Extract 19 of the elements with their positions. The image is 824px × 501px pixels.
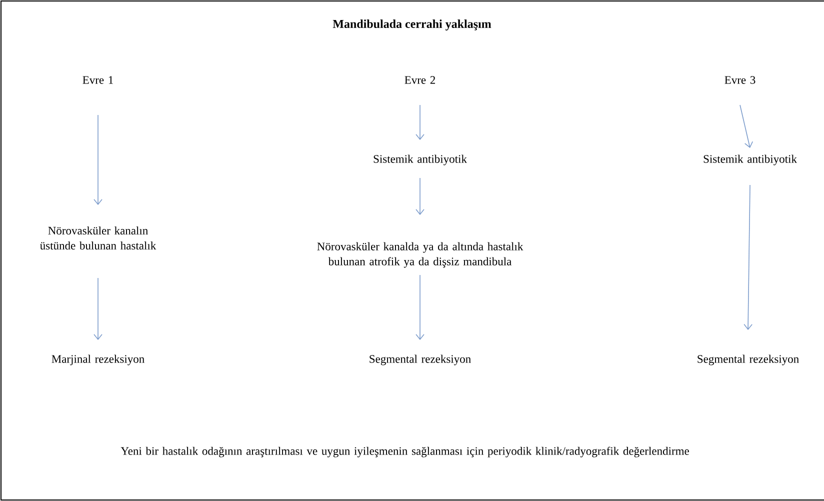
step-text: Marjinal rezeksiyon bbox=[52, 354, 144, 366]
step-text: Segmental rezeksiyon bbox=[370, 354, 471, 366]
arrow bbox=[94, 278, 102, 340]
arrow bbox=[416, 274, 424, 340]
arrow bbox=[416, 104, 424, 140]
arrow bbox=[740, 104, 754, 148]
step-text: Nörovasküler kanalda ya da altında hastalık bulunan atrofik ya da dişsiz mandibula bbox=[317, 242, 524, 268]
step-text: Nörovasküler kanalın üstünde bulunan hastalık bbox=[40, 226, 156, 250]
step-text: Segmental rezeksiyon bbox=[698, 354, 799, 366]
arrow bbox=[94, 114, 102, 205]
step-text: Evre 3 bbox=[724, 76, 756, 84]
step-text: Evre 2 bbox=[404, 76, 436, 84]
step-text: Sistemik antibiyotik bbox=[704, 154, 797, 166]
step-text: Sistemik antibiyotik bbox=[374, 154, 467, 166]
arrow bbox=[416, 178, 424, 215]
arrow bbox=[744, 184, 752, 330]
title: Mandibulada cerrahi yaklaşım bbox=[332, 20, 492, 30]
note-text: Yeni bir hastalık odağının araştırılması ve uygun iyileşmenin sağlanması için periyodik klinik/radyografik değerlendirme bbox=[120, 446, 689, 458]
step-text: Evre 1 bbox=[82, 76, 113, 84]
